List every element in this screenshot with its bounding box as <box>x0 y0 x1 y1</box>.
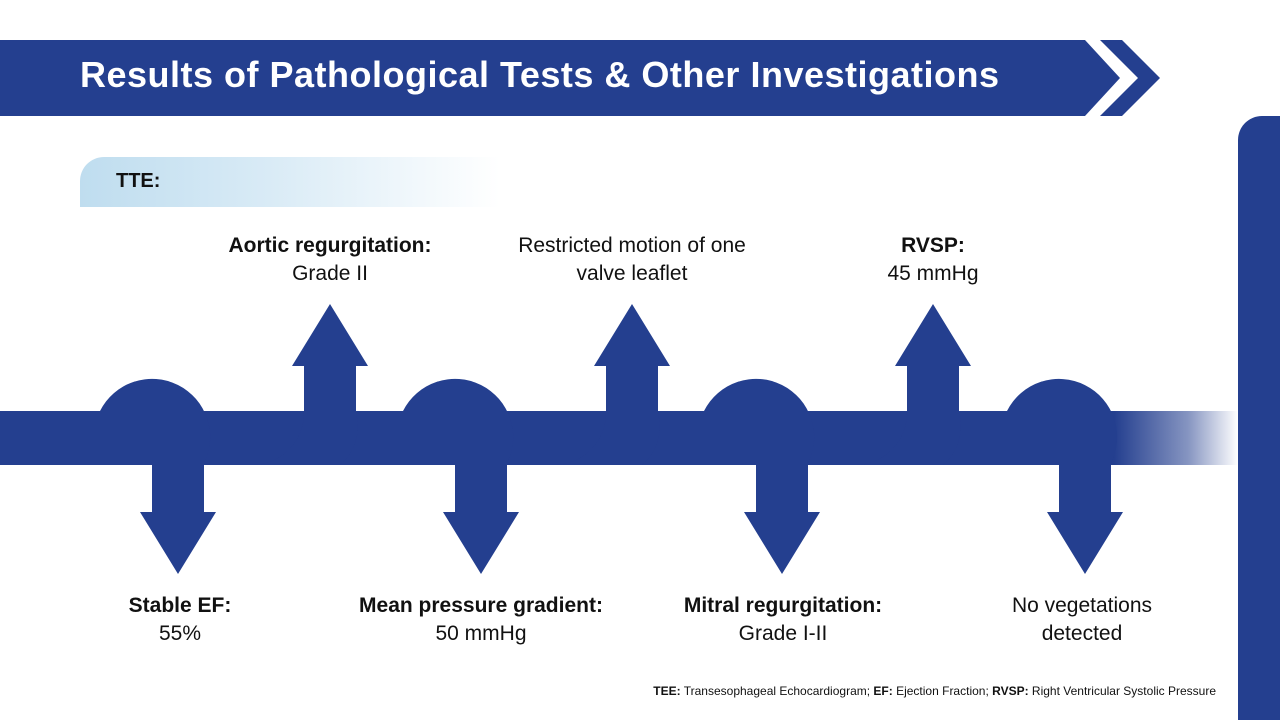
finding-value: Grade II <box>292 262 368 285</box>
finding-rvsp: RVSP: 45 mmHg <box>833 232 1033 288</box>
slide-title: Results of Pathological Tests & Other In… <box>80 54 1000 95</box>
footnote: TEE: Transesophageal Echocardiogram; EF:… <box>653 684 1216 698</box>
branch-arrow-down <box>704 378 820 574</box>
branch-arrow-down <box>403 378 519 574</box>
finding-mean-pressure-gradient: Mean pressure gradient: 50 mmHg <box>331 592 631 648</box>
finding-value: 55% <box>158 622 202 645</box>
finding-heading: Restricted motion of one <box>518 234 746 257</box>
finding-heading: RVSP: <box>901 234 965 257</box>
title-banner <box>0 40 1160 116</box>
footnote-text: Ejection Fraction; <box>892 684 993 698</box>
branch-arrow-up <box>252 304 368 465</box>
branch-arrow-down <box>100 378 216 574</box>
footnote-abbr: RVSP: <box>992 684 1029 698</box>
footnote-abbr: TEE: <box>653 684 681 698</box>
finding-heading: Aortic regurgitation: <box>228 234 432 257</box>
decorative-side-bar <box>1238 116 1280 720</box>
footnote-text: Transesophageal Echocardiogram; <box>680 684 874 698</box>
finding-no-vegetations: No vegetations detected <box>972 592 1192 648</box>
finding-heading: Stable EF: <box>128 594 232 617</box>
finding-value: valve leaflet <box>576 262 688 285</box>
finding-value: detected <box>1041 622 1123 645</box>
finding-heading: No vegetations <box>1011 594 1153 617</box>
finding-heading: Mean pressure gradient: <box>359 594 603 617</box>
finding-value: 50 mmHg <box>435 622 527 645</box>
finding-heading: Mitral regurgitation: <box>683 594 883 617</box>
finding-restricted-motion: Restricted motion of one valve leaflet <box>482 232 782 288</box>
footnote-text: Right Ventricular Systolic Pressure <box>1028 684 1216 698</box>
finding-value: 45 mmHg <box>887 262 979 285</box>
finding-aortic-regurgitation: Aortic regurgitation: Grade II <box>200 232 460 288</box>
branch-arrow-down <box>1007 378 1123 574</box>
footnote-abbr: EF: <box>873 684 893 698</box>
finding-mitral-regurgitation: Mitral regurgitation: Grade I-II <box>653 592 913 648</box>
section-tag: TTE: <box>80 157 500 207</box>
chevron-right-icon <box>1100 40 1160 116</box>
section-label: TTE: <box>116 170 161 192</box>
branch-arrow-up <box>554 304 670 465</box>
branch-arrow-up <box>855 304 971 465</box>
finding-value: Grade I-II <box>738 622 828 645</box>
finding-stable-ef: Stable EF: 55% <box>80 592 280 648</box>
